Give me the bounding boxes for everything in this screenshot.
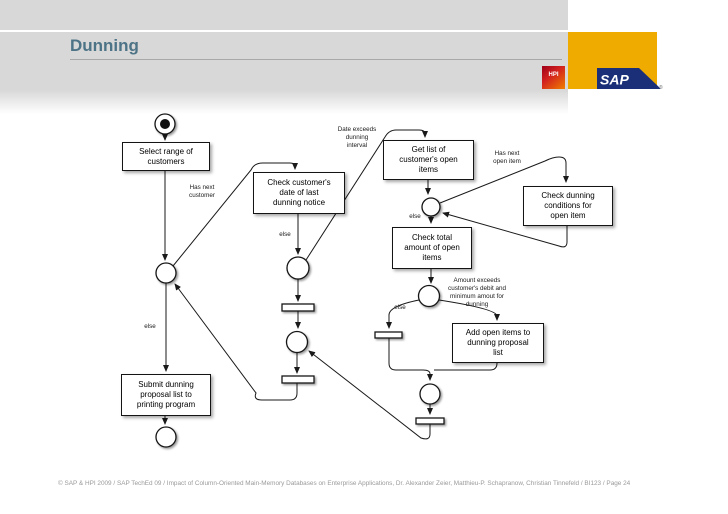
edge-label-else-customer: else <box>279 231 291 238</box>
edge-p1-to-checkdate <box>172 162 298 267</box>
sap-registered-mark: ® <box>659 85 663 91</box>
transition-bar-4 <box>415 417 445 425</box>
place-after-merge <box>419 383 441 405</box>
edge-p5-to-additems <box>438 299 500 321</box>
activity-select-range: Select range of customers <box>122 142 210 171</box>
edge-p5-to-bar3 <box>386 299 420 329</box>
edge-bar2-to-p1 <box>174 283 298 401</box>
edge-label-date-exceeds: Date exceeds dunning interval <box>337 126 377 149</box>
end-node <box>155 426 177 448</box>
activity-check-conditions: Check dunning conditions for open item <box>523 186 613 226</box>
edge-label-has-next-customer: Has next customer <box>189 184 215 199</box>
transition-bar-3 <box>374 331 403 339</box>
page-title: Dunning <box>70 36 139 55</box>
hpi-logo: HPI <box>542 66 565 89</box>
edge-label-has-next-open-item: Has next open item <box>493 150 521 165</box>
place-next-customer <box>155 262 177 284</box>
edge-label-else-submit: else <box>144 323 156 330</box>
sap-logo-text: SAP <box>600 72 629 88</box>
place-after-checkdate <box>286 256 310 280</box>
transition-bar-2 <box>281 375 315 384</box>
start-node-token <box>160 119 170 129</box>
edge-label-amount-exceeds: Amount exceeds customer's debit and mini… <box>448 277 506 308</box>
title-rule <box>70 59 562 60</box>
place-next-open-item <box>421 197 441 217</box>
activity-check-date: Check customer's date of last dunning no… <box>253 172 345 214</box>
activity-submit: Submit dunning proposal list to printing… <box>121 374 211 416</box>
edge-conditions-to-p4 <box>442 211 568 248</box>
edge-p4-to-conditions <box>439 156 569 204</box>
footer-text: © SAP & HPI 2009 / SAP TechEd 09 / Impac… <box>58 480 631 487</box>
edge-label-else-open-item: else <box>409 213 421 220</box>
edge-bar4-to-p3 <box>308 350 431 440</box>
edge-bar3-to-p6 <box>388 338 433 381</box>
hpi-logo-text: HPI <box>548 72 559 78</box>
edge-label-else-amount: else <box>394 304 406 311</box>
place-amount-decision <box>417 284 441 308</box>
activity-check-total: Check total amount of open items <box>392 227 472 269</box>
sap-logo-shape <box>597 68 661 89</box>
edge-p2-to-getlist <box>305 129 428 261</box>
activity-add-items: Add open items to dunning proposal list <box>452 323 544 363</box>
sap-logo: SAP <box>597 68 661 89</box>
place-mid-return <box>285 330 309 354</box>
header-band <box>0 0 568 90</box>
activity-get-list: Get list of customer's open items <box>383 140 474 180</box>
edge-additems-to-join <box>434 361 498 371</box>
header-band-fade <box>0 90 568 114</box>
header-white-rule <box>0 30 568 32</box>
transition-bar-1 <box>281 303 315 312</box>
